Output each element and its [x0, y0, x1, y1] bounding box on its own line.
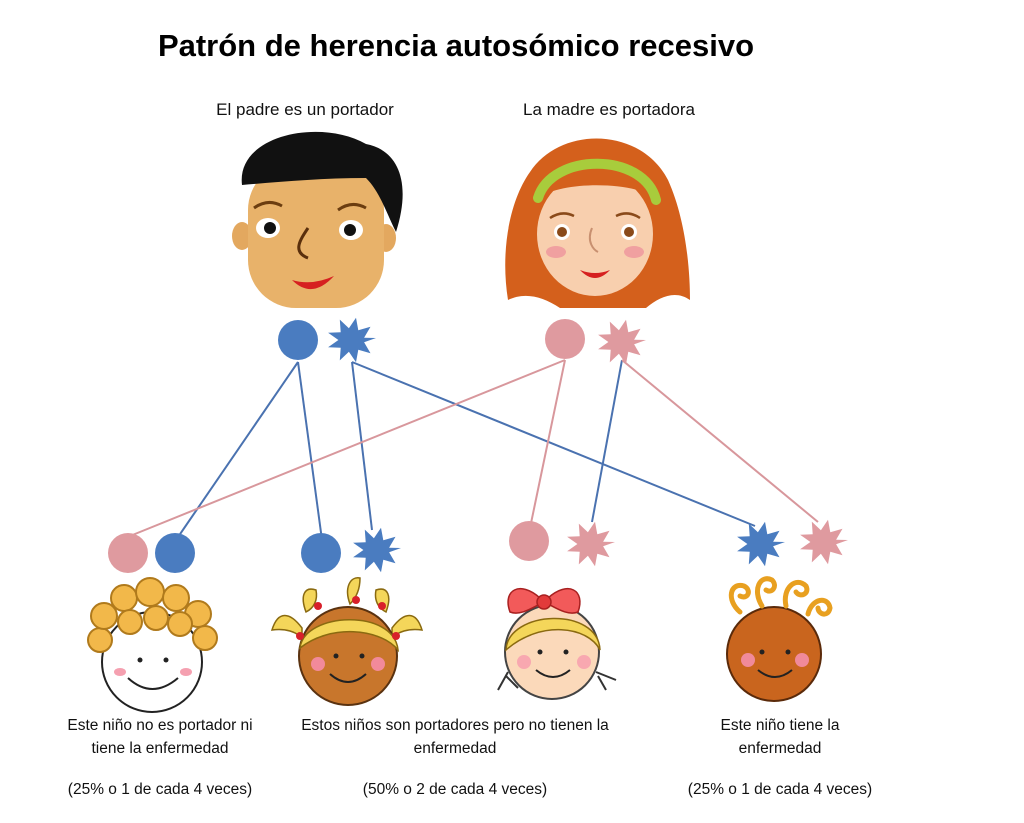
child1-paternal-allele-icon: [155, 533, 195, 573]
child3-normal-allele-icon: [509, 521, 549, 561]
child1-face-icon: [87, 577, 218, 713]
mother-normal-allele-icon: [545, 319, 585, 359]
outcome-3-probability: (25% o 1 de cada 4 veces): [687, 781, 873, 798]
child1-maternal-allele-icon: [108, 533, 148, 573]
outcome-1-probability: (25% o 1 de cada 4 veces): [67, 781, 253, 798]
father-normal-allele-icon: [278, 320, 318, 360]
father-recessive-allele-icon: [328, 317, 376, 363]
child3-face-icon: [497, 587, 617, 700]
mother-label: La madre es portadora: [523, 100, 695, 119]
mother-recessive-allele-icon: [598, 319, 646, 365]
outcome-3-caption-line2: enfermedad: [738, 740, 822, 757]
outcome-1-caption-line1: Este niño no es portador ni: [67, 717, 253, 734]
child2-recessive-allele-icon: [353, 527, 401, 573]
child4-face-icon: [726, 576, 833, 702]
child3-recessive-allele-icon: [567, 521, 615, 567]
child2-face-icon: [270, 577, 424, 706]
outcome-3-caption: Este niño tiene la enfermedad: [680, 714, 880, 760]
father-face-icon: [232, 131, 403, 308]
child4-paternal-recessive-allele-icon: [737, 521, 785, 567]
child2-normal-allele-icon: [301, 533, 341, 573]
child4-maternal-recessive-allele-icon: [800, 519, 848, 565]
outcome-2-caption: Estos niños son portadores pero no tiene…: [270, 714, 640, 760]
outcome-2-probability: (50% o 2 de cada 4 veces): [362, 781, 548, 798]
page-title: Patrón de herencia autosómico recesivo: [157, 28, 755, 63]
father-label: El padre es un portador: [216, 100, 394, 119]
outcome-1-caption: Este niño no es portador ni tiene la enf…: [40, 714, 280, 760]
outcome-2-caption-line1: Estos niños son portadores pero no tiene…: [301, 717, 609, 734]
mother-face-icon: [505, 138, 690, 308]
outcome-2-caption-line2: enfermedad: [413, 740, 497, 757]
inheritance-lines: [129, 359, 819, 541]
outcome-1-caption-line2: tiene la enfermedad: [91, 740, 229, 757]
outcome-3-caption-line1: Este niño tiene la: [720, 717, 840, 734]
